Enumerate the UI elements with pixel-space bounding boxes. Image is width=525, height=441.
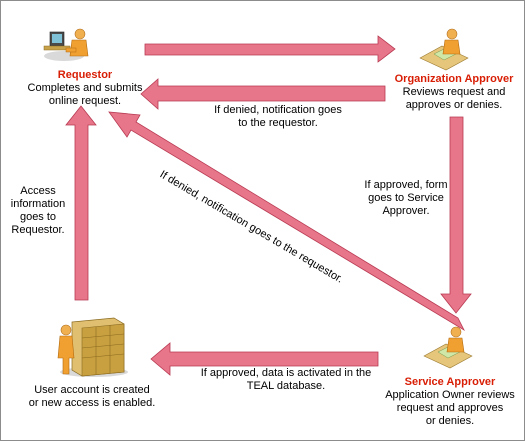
access-info-line-3: goes to (19, 211, 57, 223)
system-node: User account is created or new access is… (22, 384, 162, 410)
access-info-line-1: Access (20, 185, 56, 197)
org-approver-desc-line-2: approves or denies. (405, 99, 503, 111)
arrow-requestor-to-org-approver (144, 35, 396, 63)
org-approved-line-2: goes to Service (368, 192, 444, 204)
requestor-desc-line-2: online request. (48, 95, 122, 107)
requestor-node: Requestor Completes and submits online r… (20, 69, 150, 108)
arrow-service-approved-to-system (150, 342, 379, 376)
arrow-system-to-requestor (65, 105, 97, 301)
service-approver-desc-line-3: or denies. (425, 415, 475, 427)
arrow-org-denied-to-requestor (140, 78, 386, 110)
org-denied-line-2: to the requestor. (238, 117, 318, 129)
server-rack-icon (57, 317, 128, 377)
service-approver-desc-line-2: request and approves (396, 402, 504, 414)
arrow-org-approved-to-service-approver (440, 116, 472, 314)
org-approver-title: Organization Approver (394, 73, 514, 85)
person-at-computer-icon (43, 28, 89, 61)
arrow-service-denied-to-requestor (108, 111, 465, 332)
org-approved-label: If approved, form goes to Service Approv… (356, 179, 456, 218)
system-desc-line-1: User account is created (34, 384, 150, 396)
service-approver-title: Service Approver (404, 376, 496, 388)
service-approver-node: Service Approver Application Owner revie… (378, 376, 522, 428)
org-approved-line-1: If approved, form (364, 179, 448, 191)
org-approver-desc-line-1: Reviews request and (402, 86, 506, 98)
service-approved-label: If approved, data is activated in the TE… (186, 367, 386, 393)
person-at-desk-icon (419, 28, 469, 71)
service-approved-line-1: If approved, data is activated in the (200, 367, 372, 379)
access-info-line-4: Requestor. (11, 224, 65, 236)
org-denied-label: If denied, notification goes to the requ… (198, 104, 358, 130)
requestor-desc-line-1: Completes and submits (27, 82, 143, 94)
service-approver-desc-line-1: Application Owner reviews (385, 389, 515, 401)
access-info-label: Access information goes to Requestor. (6, 185, 70, 237)
org-approver-node: Organization Approver Reviews request an… (384, 73, 524, 112)
service-approved-line-2: TEAL database. (246, 380, 326, 392)
org-approved-line-3: Approver. (382, 205, 430, 217)
access-info-line-2: information (10, 198, 66, 210)
org-denied-line-1: If denied, notification goes (214, 104, 342, 116)
requestor-title: Requestor (57, 69, 113, 81)
person-at-desk-icon (423, 326, 473, 369)
system-desc-line-2: or new access is enabled. (28, 397, 156, 409)
